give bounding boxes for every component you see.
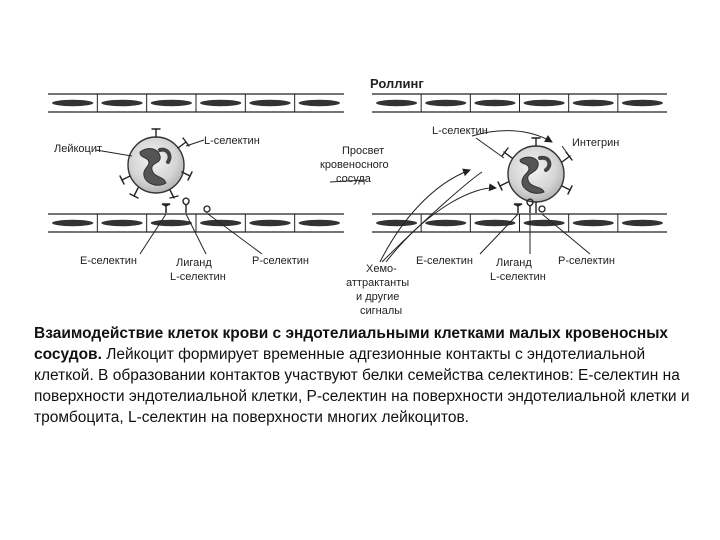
label-l-selectin-right: L-селектин (432, 125, 488, 137)
leukocyte-right (497, 137, 573, 203)
label-lumen-3: сосуда (336, 173, 372, 185)
label-integrin: Интегрин (572, 137, 619, 149)
label-e-selectin-right: Е-селектин (416, 255, 473, 267)
label-chemo-2: аттрактанты (346, 277, 409, 289)
leukocyte-left (119, 128, 193, 199)
left-surface-molecules (161, 197, 211, 213)
diagram-title: Роллинг (370, 76, 424, 91)
label-ligand-right-1: Лиганд (496, 257, 532, 269)
rolling-diagram: Роллинг (48, 76, 667, 317)
label-ligand-left-1: Лиганд (176, 257, 212, 269)
top-endothelium-wall (48, 93, 667, 113)
bottom-endothelium-wall (48, 213, 667, 233)
figure-caption: Взаимодействие клеток крови с эндотелиал… (34, 323, 694, 428)
label-ligand-right-2: L-селектин (490, 271, 546, 283)
label-lumen-1: Просвет (342, 145, 384, 157)
label-lumen-2: кровеносного (320, 159, 389, 171)
label-chemo-3: и другие (356, 291, 399, 303)
right-surface-molecules (513, 198, 546, 213)
label-chemo-4: сигналы (360, 305, 402, 317)
caption-text: Лейкоцит формирует временные адгезионные… (34, 346, 690, 426)
caption-bold: Взаимодействие клеток крови с эндотелиал… (34, 325, 669, 363)
label-ligand-left-2: L-селектин (170, 271, 226, 283)
right-pointer-lines (329, 130, 591, 263)
left-pointer-lines (95, 139, 263, 255)
label-l-selectin-left: L-селектин (204, 135, 260, 147)
label-leukocyte: Лейкоцит (54, 143, 102, 155)
label-p-selectin-left: Р-селектин (252, 255, 309, 267)
label-chemo-1: Хемо- (366, 263, 397, 275)
label-p-selectin-right: Р-селектин (558, 255, 615, 267)
label-e-selectin-left: Е-селектин (80, 255, 137, 267)
